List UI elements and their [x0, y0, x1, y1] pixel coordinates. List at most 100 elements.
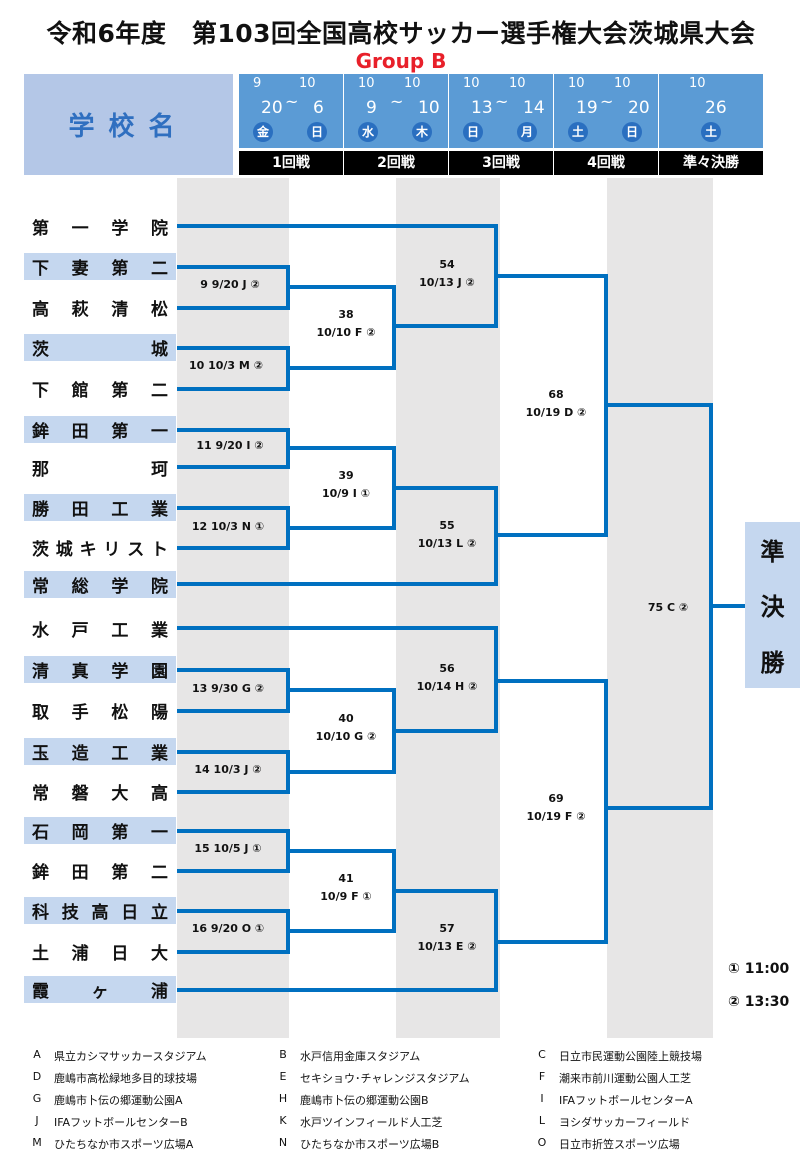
school-row: 第一学院 — [24, 213, 176, 240]
school-name: 勝田工業 — [32, 500, 168, 520]
match-57-number: 57 — [439, 922, 455, 935]
school-row: 玉造工業 — [24, 738, 176, 765]
round-4-name: 4回戦 — [554, 151, 658, 175]
date-separator: ~ — [600, 92, 614, 111]
end-month: 10 — [614, 76, 631, 91]
match-68-number: 68 — [548, 388, 564, 401]
venue-code: C — [538, 1048, 546, 1061]
school-row: 水戸工業 — [24, 615, 176, 642]
end-month: 10 — [404, 76, 421, 91]
school-name: 土浦日大 — [32, 944, 168, 964]
school-name: 下妻第二 — [32, 259, 168, 279]
round-5-name: 準々決勝 — [659, 151, 763, 175]
venue-code: H — [278, 1092, 288, 1105]
school-name: 取手松陽 — [32, 703, 168, 723]
venue-name: 水戸ツインフィールド人工芝 — [300, 1116, 443, 1129]
venue-code: I — [540, 1092, 544, 1105]
start-weekday-badge: 日 — [463, 122, 483, 142]
school-name: 玉造工業 — [32, 744, 168, 764]
venue-name: 県立カシマサッカースタジアム — [54, 1050, 207, 1063]
school-name: 科技高日立 — [32, 903, 168, 923]
kickoff-time-1: ① 11:00 — [728, 961, 790, 977]
school-name: 茨城 — [32, 340, 168, 360]
venue-name: IFAフットボールセンターB — [54, 1116, 188, 1129]
start-month: 10 — [358, 76, 375, 91]
school-name: 清真学園 — [32, 662, 168, 682]
match-12: 12 10/3 N ① — [191, 520, 265, 533]
venue-code: N — [278, 1136, 288, 1149]
school-row: 下妻第二 — [24, 253, 176, 280]
school-name: 那珂 — [32, 460, 168, 480]
venue-code: G — [32, 1092, 42, 1105]
school-row: 取手松陽 — [24, 697, 176, 724]
start-weekday-badge: 水 — [358, 122, 378, 142]
start-day: 13 — [471, 98, 493, 118]
end-weekday-badge: 日 — [622, 122, 642, 142]
match-68-detail: 10/19 D ② — [525, 406, 587, 419]
school-name: 常磐大高 — [32, 784, 168, 804]
start-month: 10 — [463, 76, 480, 91]
venue-name: 潮来市前川運動公園人工芝 — [559, 1072, 691, 1085]
venue-name: ひたちなか市スポーツ広場A — [54, 1138, 194, 1151]
venue-code: F — [538, 1070, 546, 1083]
date-separator: ~ — [390, 92, 404, 111]
venue-item: L ヨシダサッカーフィールド — [535, 1114, 690, 1130]
school-name-header: 学校名 — [24, 74, 233, 175]
match-75: 75 C ② — [647, 601, 689, 614]
match-55-number: 55 — [439, 519, 455, 532]
venue-name: 日立市民運動公園陸上競技場 — [559, 1050, 702, 1063]
school-row: 下館第二 — [24, 375, 176, 402]
round-3-name: 3回戦 — [449, 151, 553, 175]
semifinal-box: 準 決 勝 — [745, 522, 800, 688]
day: 26 — [705, 98, 727, 118]
weekday-badge: 土 — [701, 122, 721, 142]
match-10: 10 10/3 M ② — [188, 359, 264, 372]
match-41-number: 41 — [338, 872, 354, 885]
venue-name: 鹿嶋市高松緑地多目的球技場 — [54, 1072, 197, 1085]
match-69-detail: 10/19 F ② — [526, 810, 586, 823]
end-month: 10 — [299, 76, 316, 91]
end-month: 10 — [509, 76, 526, 91]
venue-item: C 日立市民運動公園陸上競技場 — [535, 1048, 702, 1064]
school-row: 常総学院 — [24, 571, 176, 598]
school-row: 鉾田第一 — [24, 416, 176, 443]
venue-name: セキショウ･チャレンジスタジアム — [300, 1072, 470, 1085]
venue-code: L — [538, 1114, 546, 1127]
venue-code: M — [32, 1136, 42, 1149]
match-38-number: 38 — [338, 308, 354, 321]
start-day: 20 — [261, 98, 283, 118]
school-row: 高萩清松 — [24, 294, 176, 321]
date-separator: ~ — [495, 92, 509, 111]
school-name: 石岡第一 — [32, 823, 168, 843]
match-56-number: 56 — [439, 662, 455, 675]
end-weekday-badge: 木 — [412, 122, 432, 142]
match-9: 9 9/20 J ② — [200, 278, 260, 291]
venue-name: 水戸信用金庫スタジアム — [300, 1050, 421, 1063]
school-name: 第一学院 — [32, 219, 168, 239]
school-row: 鉾田第二 — [24, 857, 176, 884]
school-row: 霞ヶ浦 — [24, 976, 176, 1003]
school-row: 勝田工業 — [24, 494, 176, 521]
bracket-line-m69 — [496, 679, 608, 944]
school-row: 茨城キリスト — [24, 534, 176, 561]
end-day: 20 — [628, 98, 650, 118]
venue-name: IFAフットボールセンターA — [559, 1094, 693, 1107]
start-day: 9 — [366, 98, 377, 118]
end-weekday-badge: 月 — [517, 122, 537, 142]
school-row: 土浦日大 — [24, 938, 176, 965]
school-name: 霞ヶ浦 — [32, 982, 168, 1002]
quarterfinal-stripe — [607, 178, 713, 1038]
venue-name: ヨシダサッカーフィールド — [559, 1116, 691, 1129]
round-1-name: 1回戦 — [239, 151, 343, 175]
school-name: 水戸工業 — [32, 621, 168, 641]
start-month: 9 — [253, 76, 262, 91]
end-day: 14 — [523, 98, 545, 118]
